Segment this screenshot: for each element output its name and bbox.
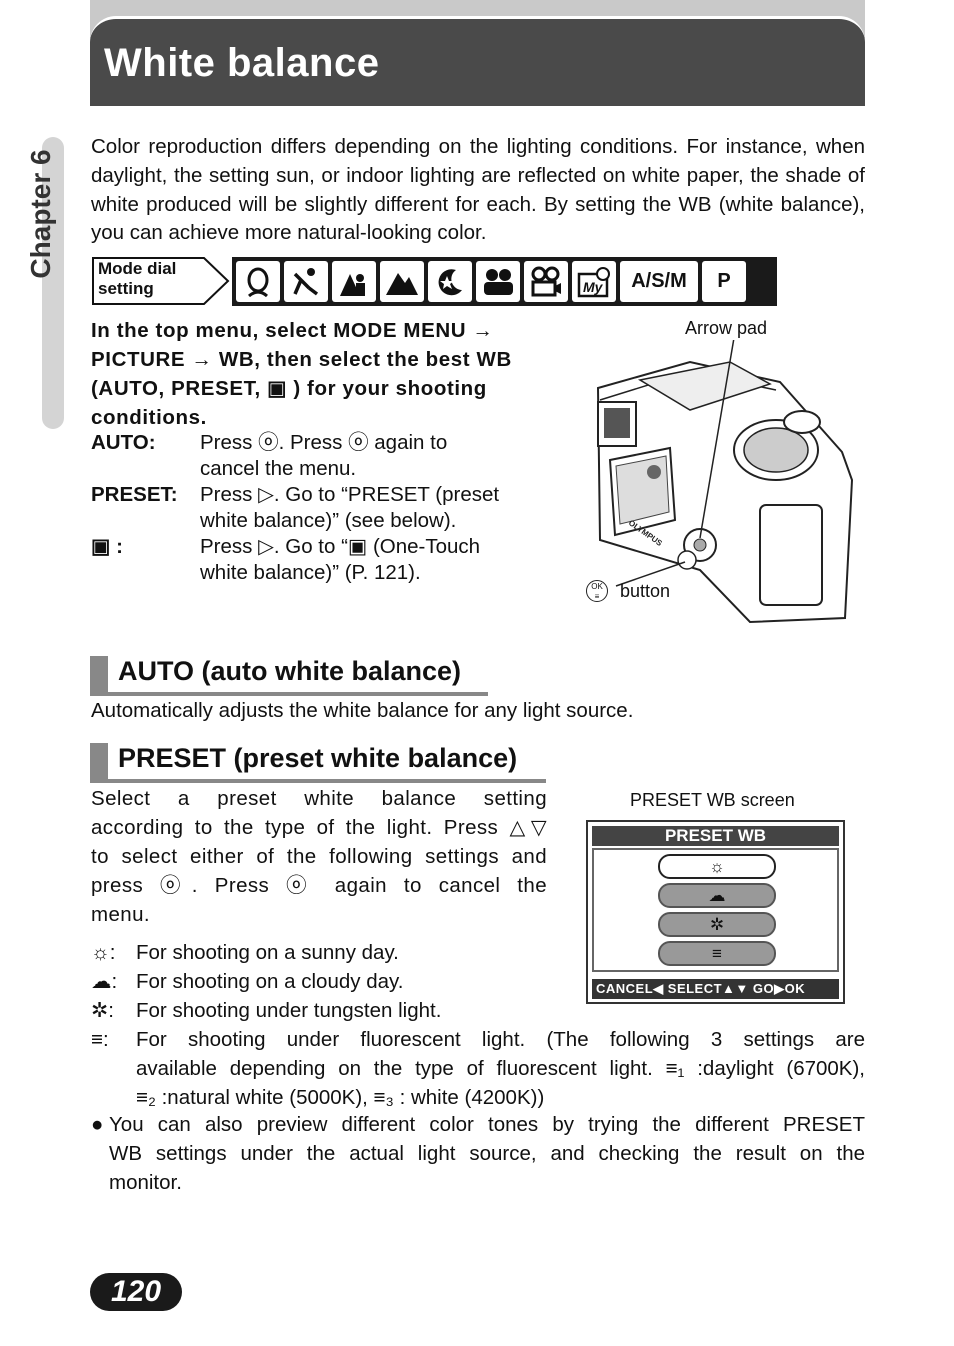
list-item-text: For shooting under tungsten light. <box>136 999 442 1022</box>
list-item: ≡: For shooting under fluorescent light.… <box>91 1025 865 1112</box>
sports-mode-icon <box>284 261 328 302</box>
auto-heading: AUTO (auto white balance) <box>90 656 550 696</box>
auto-description: Automatically adjusts the white balance … <box>91 699 634 722</box>
heading-bar <box>90 656 108 694</box>
heading-underline <box>90 779 546 783</box>
chapter-tab <box>42 137 64 429</box>
fluorescent-icon-glyph: ≡ <box>91 1028 103 1051</box>
list-item-line: For shooting under fluorescent light. (T… <box>136 1028 865 1051</box>
instruction-line3: (AUTO, PRESET, ▣ ) for your shooting <box>91 377 487 400</box>
intro-paragraph: Color reproduction differs depending on … <box>91 135 865 245</box>
sunny-icon: ☼: <box>91 941 116 964</box>
definition-line2: cancel the menu. <box>200 456 357 480</box>
mode-dial-label-line1: Mode dial <box>98 259 177 278</box>
definition-preset: PRESET: Press ▷. Go to “PRESET (preset w… <box>91 482 547 534</box>
program-mode-icon: P <box>702 261 746 302</box>
preset-screen-footer: CANCEL◀ SELECT▲▼ GO▶OK <box>592 979 839 999</box>
definition-line1: Press ▷. Go to “PRESET (preset <box>200 483 500 506</box>
list-item: ☁: For shooting on a cloudy day. <box>91 967 865 996</box>
camera-illustration: OLYMPUS <box>596 340 854 624</box>
preset-line: to select either of the following settin… <box>91 845 547 868</box>
landscape-portrait-mode-icon <box>332 261 376 302</box>
definition-line1: Press ⓞ. Press ⓞ again to <box>200 431 448 454</box>
list-item: ✲: For shooting under tungsten light. <box>91 996 865 1025</box>
mode-dial-strip: My A/S/M P <box>232 257 777 306</box>
ok-button-label: button <box>620 581 671 601</box>
landscape-mode-icon <box>380 261 424 302</box>
list-item: ☼: For shooting on a sunny day. <box>91 938 865 967</box>
heading-bar <box>90 743 108 781</box>
definition-term: ▣ : <box>91 535 123 558</box>
note-line: You can also preview different color ton… <box>109 1113 865 1136</box>
title-panel: White balance <box>90 16 865 106</box>
definition-line2: white balance)” (P. 121). <box>200 560 421 584</box>
fluorescent-icon: ≡: <box>91 1028 109 1051</box>
list-item-line: ≡₂ :natural white (5000K), ≡₃ : white (4… <box>136 1086 545 1109</box>
definition-desc: Press ▷. Go to “PRESET (preset white bal… <box>200 482 546 533</box>
preset-list: ☼: For shooting on a sunny day. ☁: For s… <box>91 938 865 1112</box>
page-number: 120 <box>90 1273 182 1311</box>
cloudy-icon-glyph: ☁ <box>91 970 112 993</box>
note-bullet: ● You can also preview different color t… <box>91 1110 865 1197</box>
preset-option-fluorescent[interactable]: ≡ <box>658 941 776 966</box>
definition-line2: white balance)” (see below). <box>200 508 457 532</box>
mode-dial-label: Mode dial setting <box>98 259 176 299</box>
instruction-paragraph: In the top menu, select MODE MENU → PICT… <box>91 316 547 432</box>
cloudy-icon: ☁: <box>91 970 118 993</box>
list-item-text: For shooting on a cloudy day. <box>136 970 404 993</box>
bullet-icon: ● <box>91 1113 104 1136</box>
definition-one-touch: ▣ : Press ▷. Go to “▣ (One-Touch white b… <box>91 534 547 586</box>
auto-heading-text: AUTO (auto white balance) <box>118 656 462 686</box>
definition-desc: Press ▷. Go to “▣ (One-Touch white balan… <box>200 534 546 585</box>
page-title: White balance <box>104 41 380 85</box>
my-mode-icon: My <box>572 261 616 302</box>
instruction-line2: PICTURE → WB, then select the best WB <box>91 348 512 371</box>
tungsten-icon-glyph: ✲ <box>91 999 109 1022</box>
heading-underline <box>90 692 488 696</box>
instruction-line1: In the top menu, select MODE MENU → <box>91 319 494 342</box>
preset-screen-body: ☼ ☁ ✲ ≡ <box>592 848 839 972</box>
preset-screen-caption: PRESET WB screen <box>630 790 795 810</box>
note-text: You can also preview different color ton… <box>109 1110 865 1197</box>
preset-line: according to the type of the light. Pres… <box>91 816 547 839</box>
definition-line1: Press ▷. Go to “▣ (One-Touch <box>200 535 481 558</box>
title-bar: White balance <box>90 0 865 106</box>
portrait-mode-icon <box>236 261 280 302</box>
note-line: monitor. <box>109 1171 182 1194</box>
chapter-label-wrap: Chapter 6 <box>18 149 64 290</box>
preset-line: press ⓞ. Press ⓞ again to cancel the <box>91 874 547 897</box>
preset-screen-title: PRESET WB <box>592 826 839 846</box>
self-portrait-mode-icon <box>476 261 520 302</box>
asm-mode-icon: A/S/M <box>620 261 698 302</box>
night-scene-mode-icon <box>428 261 472 302</box>
note-line: WB settings under the actual light sourc… <box>109 1142 865 1165</box>
preset-paragraph: Select a preset white balance setting ac… <box>91 784 547 929</box>
sunny-icon-glyph: ☼ <box>91 941 110 964</box>
list-item-text: For shooting on a sunny day. <box>136 941 399 964</box>
definition-term: PRESET: <box>91 483 178 506</box>
preset-option-tungsten[interactable]: ✲ <box>658 912 776 937</box>
preset-heading-text: PRESET (preset white balance) <box>118 743 518 773</box>
tungsten-icon: ✲: <box>91 999 114 1022</box>
chapter-label: Chapter 6 <box>25 149 56 279</box>
ok-button-icon: OK≡ <box>586 580 608 602</box>
arrow-pad-label: Arrow pad <box>685 318 768 338</box>
preset-heading: PRESET (preset white balance) <box>90 743 550 783</box>
preset-line: menu. <box>91 903 150 926</box>
svg-text:My: My <box>583 279 604 295</box>
preset-line: Select a preset white balance setting <box>91 787 547 810</box>
preset-wb-screen: PRESET WB ☼ ☁ ✲ ≡ CANCEL◀ SELECT▲▼ GO▶OK <box>586 820 845 1004</box>
definition-term: AUTO: <box>91 431 156 454</box>
mode-dial-label-line2: setting <box>98 279 154 298</box>
preset-option-cloudy[interactable]: ☁ <box>658 883 776 908</box>
definition-auto: AUTO: Press ⓞ. Press ⓞ again to cancel t… <box>91 430 547 482</box>
definition-desc: Press ⓞ. Press ⓞ again to cancel the men… <box>200 430 546 481</box>
preset-option-sunny[interactable]: ☼ <box>658 854 776 879</box>
mode-dial-label-arrow <box>92 257 230 305</box>
movie-mode-icon <box>524 261 568 302</box>
list-item-text: For shooting under fluorescent light. (T… <box>136 1025 865 1112</box>
instruction-line4: conditions. <box>91 406 207 429</box>
list-item-line: available depending on the type of fluor… <box>136 1057 865 1080</box>
